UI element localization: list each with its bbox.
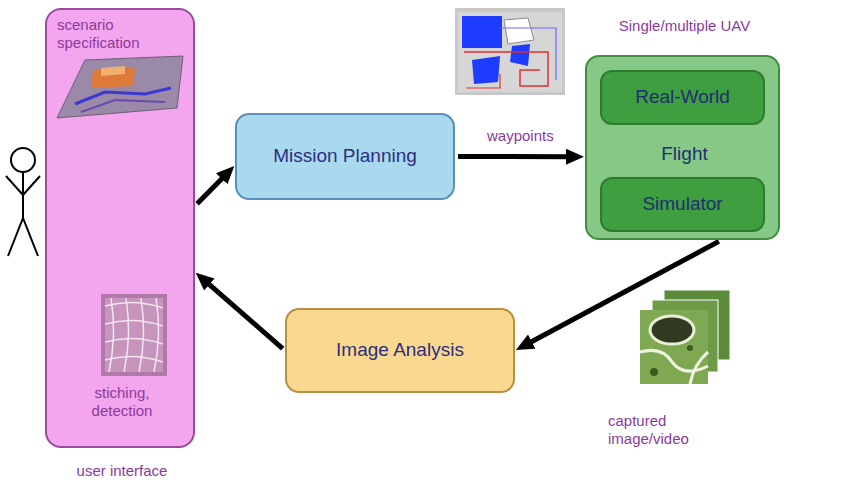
panel-label: user interface: [52, 462, 192, 480]
process-label: Mission Planning: [265, 145, 425, 168]
captured-images: [640, 290, 730, 384]
process-label: Image Analysis: [328, 339, 472, 362]
process-box: Mission Planning: [235, 113, 455, 200]
uav-group-box: Single/multiple UAVFlightReal-WorldSimul…: [585, 55, 780, 240]
panel-illustrations: [45, 8, 195, 448]
group-label: Flight: [587, 143, 782, 166]
terrain-surface: [57, 56, 183, 118]
panel-caption: stiching, detection: [67, 384, 177, 420]
user-figure: [6, 148, 40, 256]
waypoint-map: [455, 8, 565, 95]
flow-arrow: [206, 282, 282, 349]
group-heading: Single/multiple UAV: [567, 17, 802, 35]
mode-label: Real-World: [627, 86, 738, 109]
flow-arrow: [458, 154, 570, 159]
mode-box: Real-World: [600, 70, 765, 125]
terrain-route: [81, 100, 165, 112]
mosaic-image: [101, 294, 167, 376]
image-caption: captured image/video: [608, 412, 718, 448]
mode-label: Simulator: [634, 193, 730, 216]
panel-heading: scenario specification: [57, 16, 187, 52]
flow-arrow: [197, 176, 224, 204]
mode-box: Simulator: [600, 177, 765, 232]
edge-label: waypoints: [487, 127, 554, 145]
terrain-roofs: [101, 66, 125, 76]
user-interface-panel: scenario specification stiching, detectio…: [45, 8, 195, 448]
process-box: Image Analysis: [285, 308, 515, 393]
